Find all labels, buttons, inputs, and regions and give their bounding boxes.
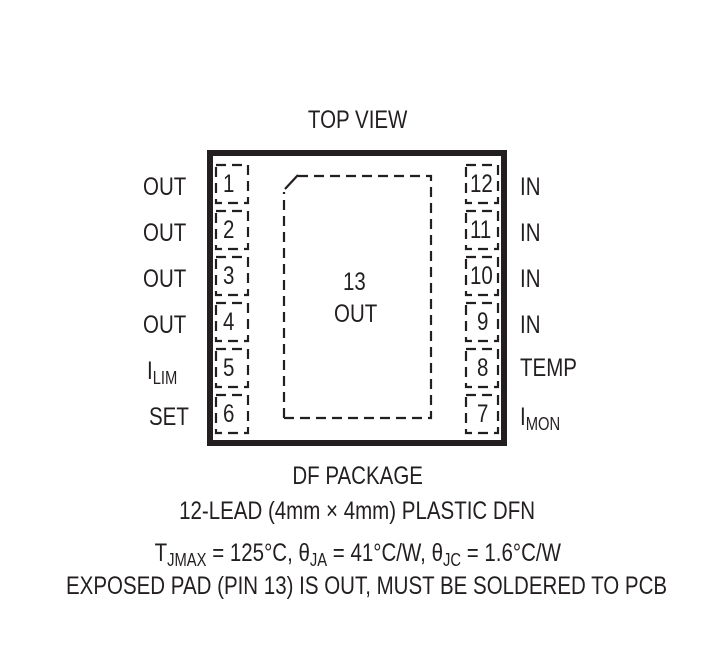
pin-number: 1 (223, 170, 235, 198)
pin-number: 7 (477, 400, 489, 428)
pin-label: TEMP (520, 354, 577, 382)
package-description: 12-LEAD (4mm × 4mm) PLASTIC DFN (179, 497, 536, 525)
pin-number: 6 (223, 400, 235, 428)
exposed-pad-note: EXPOSED PAD (PIN 13) IS OUT, MUST BE SOL… (65, 572, 668, 600)
pin-number: 9 (477, 308, 489, 336)
pin-number: 12 (470, 170, 493, 198)
pin-number: 5 (223, 354, 235, 382)
pad-label: OUT (334, 300, 378, 328)
thermal-specs: TJMAX = 125°C, θJA = 41°C/W, θJC = 1.6°C… (154, 539, 561, 570)
pin-label: IN (520, 265, 541, 293)
pin-label: OUT (143, 173, 187, 201)
pin-number: 3 (223, 262, 235, 290)
pin-label-ilim: ILIM (147, 357, 178, 388)
pin-label: OUT (143, 311, 187, 339)
pin-number: 8 (477, 354, 489, 382)
pin-label: SET (149, 403, 189, 431)
package-name: DF PACKAGE (292, 462, 423, 490)
pin-label-imon: IMON (520, 403, 561, 434)
pin-number: 10 (470, 262, 493, 290)
pin-number: 4 (223, 308, 235, 336)
pin-label: IN (520, 219, 541, 247)
pad-number: 13 (343, 268, 366, 296)
pin-label: OUT (143, 219, 187, 247)
pin-label: IN (520, 311, 541, 339)
pin-label: OUT (143, 265, 187, 293)
pin-number: 11 (470, 216, 492, 244)
top-view-title: TOP VIEW (307, 106, 408, 134)
pin-number: 2 (223, 216, 235, 244)
pin-label: IN (520, 173, 541, 201)
